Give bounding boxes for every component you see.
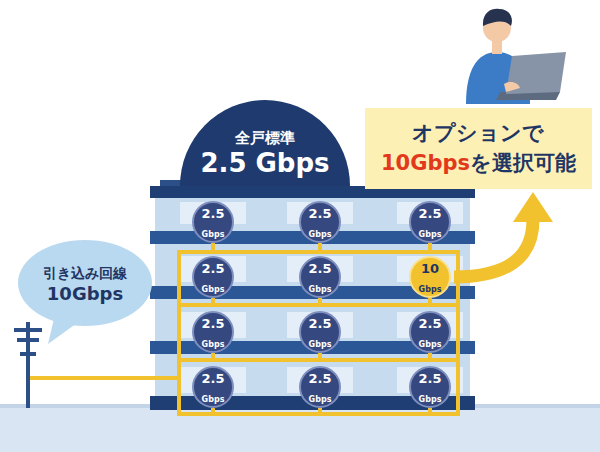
label-subtext: Gbps <box>202 395 225 404</box>
text-line: Gbps <box>202 222 225 241</box>
text-line: Gbps <box>309 332 332 351</box>
label-text: 引き込み回線 <box>43 265 127 281</box>
text-line: 2.5 <box>201 368 224 387</box>
label-subtext: 2.5 Gbps <box>200 148 329 178</box>
unit-speed-circle: 2.5Gbps <box>192 366 234 408</box>
service-line <box>30 376 180 380</box>
label-text: 2.5 <box>308 206 331 221</box>
label-text: 2.5 <box>201 316 224 331</box>
label-subtext: Gbps <box>419 340 442 349</box>
text-line: 10 <box>421 258 439 277</box>
label-subtext: Gbps <box>419 230 442 239</box>
text-line: 引き込み回線 <box>43 263 127 283</box>
unit-speed-circle: 2.5Gbps <box>299 201 341 243</box>
text-line: 2.5 <box>308 313 331 332</box>
text-line: 2.5 <box>308 368 331 387</box>
unit-speed-circle: 2.5Gbps <box>409 311 451 353</box>
unit-speed-circle: 2.5Gbps <box>409 366 451 408</box>
text-line: 2.5 <box>418 368 441 387</box>
text-line: 2.5 <box>201 313 224 332</box>
ground <box>0 404 600 452</box>
label-subtext: 10Gbps <box>381 151 470 175</box>
text-line: 2.5 <box>201 203 224 222</box>
text-line: Gbps <box>419 332 442 351</box>
label-subtext: を選択可能 <box>470 151 576 175</box>
label-text: 2.5 <box>418 206 441 221</box>
label-subtext: Gbps <box>202 285 225 294</box>
option-arrow <box>454 192 553 277</box>
label-subtext: 10Gbps <box>47 283 123 304</box>
arrow-shaft <box>454 220 533 277</box>
label-text: 2.5 <box>201 261 224 276</box>
text-line: Gbps <box>309 277 332 296</box>
unit-speed-circle: 2.5Gbps <box>192 256 234 298</box>
label-subtext: Gbps <box>309 230 332 239</box>
text-line: Gbps <box>419 277 442 296</box>
text-line: 2.5 <box>308 258 331 277</box>
label-text: 10 <box>421 261 439 276</box>
arrow-head <box>513 192 553 222</box>
building-wiring <box>179 243 458 414</box>
text-line: Gbps <box>309 222 332 241</box>
label-subtext: Gbps <box>309 340 332 349</box>
label-subtext: Gbps <box>202 340 225 349</box>
label-text: 2.5 <box>308 371 331 386</box>
unit-speed-circle: 10Gbps <box>409 256 451 298</box>
unit-speed-circle: 2.5Gbps <box>299 311 341 353</box>
label-text: 2.5 <box>201 371 224 386</box>
unit-speed-circle: 2.5Gbps <box>409 201 451 243</box>
label-text: オプションで <box>412 121 544 145</box>
incoming-line-bubble: 引き込み回線 10Gbps <box>18 240 152 326</box>
label-subtext: Gbps <box>419 395 442 404</box>
utility-pole <box>14 322 42 408</box>
text-line: Gbps <box>419 222 442 241</box>
label-text: 2.5 <box>201 206 224 221</box>
label-text: 全戸標準 <box>235 129 295 147</box>
text-line: Gbps <box>419 387 442 406</box>
label-subtext: Gbps <box>309 395 332 404</box>
person-with-laptop <box>466 9 566 104</box>
text-line: 2.5 <box>418 203 441 222</box>
bubble-outline <box>18 240 152 326</box>
text-line: オプションで <box>412 118 544 148</box>
standard-speed-dome: 全戸標準2.5 Gbps <box>180 100 350 186</box>
dome-outline <box>180 100 350 186</box>
text-line: 10Gbps <box>47 283 123 304</box>
text-line: Gbps <box>202 277 225 296</box>
text-line: 全戸標準 <box>235 128 295 148</box>
text-line: Gbps <box>309 387 332 406</box>
unit-speed-circle: 2.5Gbps <box>192 201 234 243</box>
text-line: 2.5 <box>418 313 441 332</box>
label-subtext: Gbps <box>202 230 225 239</box>
text-line: 10Gbpsを選択可能 <box>381 148 576 178</box>
text-line: Gbps <box>202 387 225 406</box>
label-text: 2.5 <box>418 316 441 331</box>
unit-speed-circle: 2.5Gbps <box>299 256 341 298</box>
label-text: 2.5 <box>308 316 331 331</box>
label-subtext: Gbps <box>309 285 332 294</box>
label-text: 2.5 <box>418 371 441 386</box>
floor-slabs <box>150 231 475 410</box>
text-line: 2.5 <box>308 203 331 222</box>
label-subtext: Gbps <box>419 285 442 294</box>
unit-speed-circle: 2.5Gbps <box>192 311 234 353</box>
text-line: 2.5 <box>201 258 224 277</box>
text-line: 2.5 Gbps <box>200 148 329 178</box>
option-callout-box: オプションで 10Gbpsを選択可能 <box>365 108 592 189</box>
unit-speed-circle: 2.5Gbps <box>299 366 341 408</box>
label-text: 2.5 <box>308 261 331 276</box>
text-line: Gbps <box>202 332 225 351</box>
